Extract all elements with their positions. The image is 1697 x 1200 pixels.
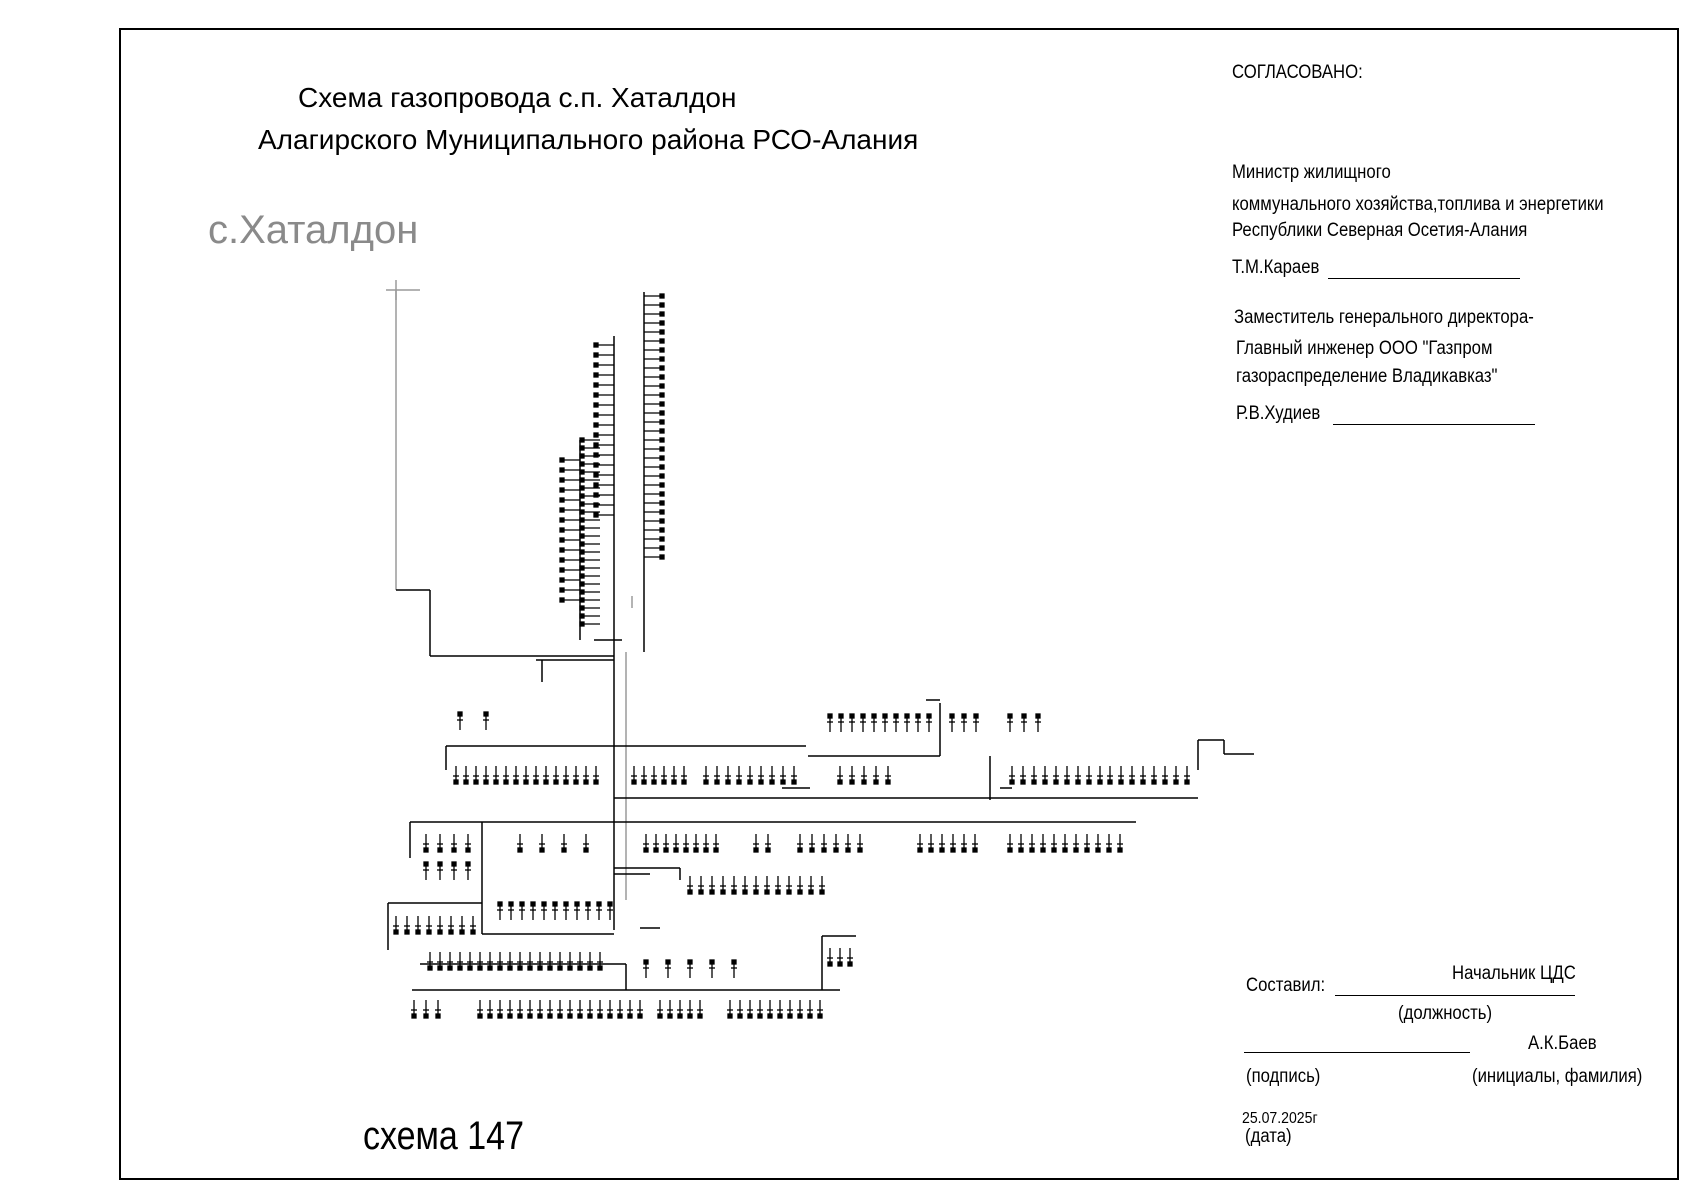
village-label: с.Хаталдон bbox=[208, 208, 419, 252]
signature-caption: (подпись) bbox=[1246, 1066, 1321, 1087]
deputy-line-1: Заместитель генерального директора- bbox=[1234, 307, 1534, 328]
deputy-name: Р.В.Худиев bbox=[1236, 403, 1321, 424]
position-value: Начальник ЦДС bbox=[1452, 963, 1576, 984]
deputy-line-3: газораспределение Владикавказ" bbox=[1236, 366, 1498, 387]
signature-line bbox=[1244, 1052, 1470, 1053]
minister-line-1: Министр жилищного bbox=[1232, 162, 1391, 183]
minister-line-3: Республики Северная Осетия-Алания bbox=[1232, 220, 1528, 241]
minister-line-2: коммунального хозяйства,топлива и энерге… bbox=[1232, 194, 1604, 215]
name-value: А.К.Баев bbox=[1528, 1033, 1597, 1054]
schema-number: схема 147 bbox=[363, 1114, 524, 1158]
deputy-line-2: Главный инженер ООО "Газпром bbox=[1236, 338, 1493, 359]
date-value: 25.07.2025г bbox=[1242, 1110, 1318, 1127]
compiled-label: Составил: bbox=[1246, 975, 1326, 996]
position-caption: (должность) bbox=[1398, 1003, 1493, 1024]
position-line bbox=[1335, 995, 1575, 996]
drawing-frame bbox=[119, 28, 1679, 1180]
minister-signature-line bbox=[1328, 278, 1520, 279]
deputy-signature-line bbox=[1333, 424, 1535, 425]
date-caption: (дата) bbox=[1245, 1126, 1292, 1147]
title-line-1: Схема газопровода с.п. Хаталдон bbox=[298, 82, 737, 113]
minister-name: Т.М.Караев bbox=[1232, 257, 1320, 278]
name-caption: (инициалы, фамилия) bbox=[1472, 1066, 1643, 1087]
title-line-2: Алагирского Муниципального района РСО-Ал… bbox=[258, 124, 919, 155]
approval-heading: СОГЛАСОВАНО: bbox=[1232, 62, 1363, 83]
